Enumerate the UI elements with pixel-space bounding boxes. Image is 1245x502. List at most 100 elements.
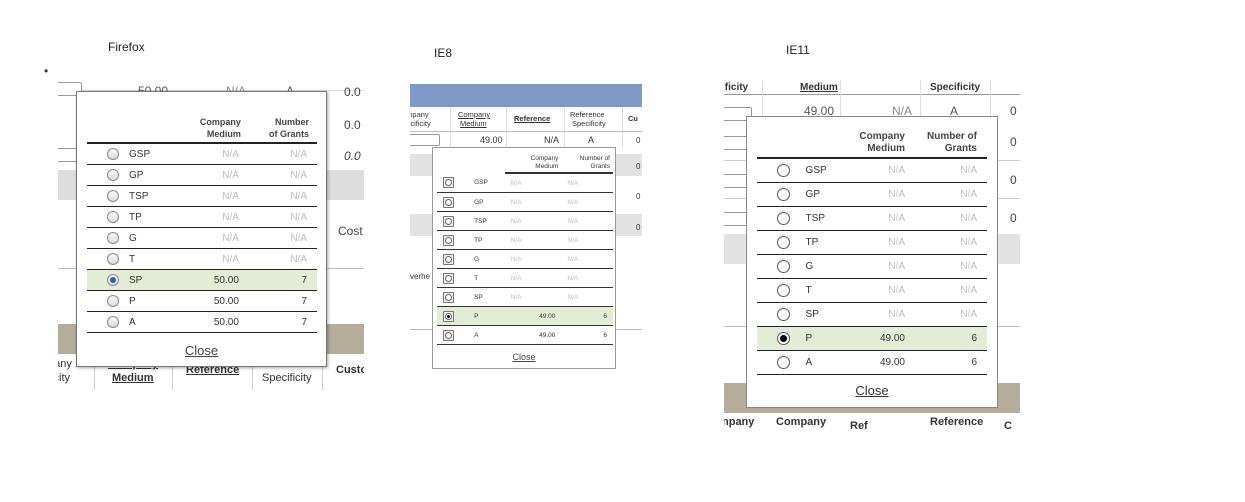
option-code: SP — [795, 302, 835, 327]
ie11-close-link[interactable]: Close — [855, 383, 889, 398]
option-radio[interactable] — [443, 329, 454, 341]
radio-cell[interactable] — [87, 206, 124, 228]
radio-cell[interactable] — [87, 164, 124, 186]
ie11-bg-f2[interactable]: Company — [776, 416, 827, 428]
option-radio[interactable] — [777, 332, 790, 345]
radio-cell[interactable] — [757, 254, 796, 279]
option-radio[interactable] — [443, 177, 454, 188]
ie11-bg-select-1[interactable] — [724, 107, 752, 121]
bg-header-medium[interactable]: Medium — [112, 372, 154, 384]
option-radio[interactable] — [107, 253, 119, 265]
radio-cell[interactable] — [757, 350, 796, 375]
radio-cell[interactable] — [437, 287, 469, 307]
radio-cell[interactable] — [437, 325, 469, 345]
option-radio[interactable] — [107, 148, 119, 160]
radio-cell[interactable] — [757, 230, 796, 255]
radio-cell[interactable] — [757, 206, 796, 231]
radio-cell[interactable] — [87, 248, 124, 270]
radio-cell[interactable] — [87, 227, 124, 249]
radio-cell[interactable] — [757, 302, 796, 327]
radio-cell[interactable] — [437, 211, 469, 231]
radio-cell[interactable] — [437, 306, 469, 326]
radio-cell[interactable] — [87, 311, 124, 333]
bg-header-reference[interactable]: Reference — [186, 364, 240, 376]
option-number-of-grants: N/A — [914, 302, 987, 327]
radio-cell[interactable] — [87, 269, 124, 291]
option-radio[interactable] — [777, 164, 790, 177]
option-radio[interactable] — [443, 215, 454, 227]
radio-cell[interactable] — [757, 158, 796, 183]
radio-cell[interactable] — [437, 268, 469, 288]
option-radio[interactable] — [107, 211, 119, 223]
option-radio[interactable] — [777, 284, 790, 297]
ie8-bg-select[interactable] — [410, 134, 440, 146]
radio-cell[interactable] — [757, 278, 796, 303]
ie8-bg-reference[interactable]: Reference — [514, 114, 551, 123]
radio-cell[interactable] — [757, 182, 796, 207]
option-code: T — [123, 248, 171, 270]
ie8-close-link[interactable]: Close — [512, 352, 536, 362]
option-radio[interactable] — [777, 356, 790, 369]
radio-cell[interactable] — [87, 290, 124, 312]
radio-cell[interactable] — [757, 326, 796, 351]
option-radio[interactable] — [107, 316, 119, 328]
option-radio[interactable] — [777, 212, 790, 225]
option-radio[interactable] — [107, 274, 119, 286]
firefox-label: Firefox — [108, 40, 145, 54]
radio-cell[interactable] — [437, 230, 469, 250]
option-radio[interactable] — [777, 308, 790, 321]
option-radio[interactable] — [107, 232, 119, 244]
option-radio[interactable] — [777, 188, 790, 201]
option-radio[interactable] — [777, 260, 790, 273]
option-radio[interactable] — [443, 196, 454, 208]
option-radio[interactable] — [443, 234, 454, 246]
radio-cell[interactable] — [437, 173, 469, 193]
option-radio[interactable] — [443, 253, 454, 265]
ie11-bg-f3[interactable]: Ref — [850, 420, 868, 430]
ie8-bg-medium[interactable]: Medium — [460, 119, 487, 128]
option-radio[interactable] — [443, 310, 454, 322]
ie11-bg-h2[interactable]: Medium — [800, 82, 838, 93]
radio-cell[interactable] — [87, 143, 124, 165]
option-radio[interactable] — [443, 291, 454, 303]
option-radio[interactable] — [107, 169, 119, 181]
radio-cell[interactable] — [437, 192, 469, 212]
option-radio[interactable] — [107, 295, 119, 307]
radio-cell[interactable] — [87, 185, 124, 207]
ie8-bg-val-ref: N/A — [544, 135, 560, 145]
option-radio[interactable] — [107, 190, 119, 202]
ie8-bg-company[interactable]: Company — [458, 110, 491, 119]
option-radio[interactable] — [777, 236, 790, 249]
radio-cell[interactable] — [437, 249, 469, 269]
close-link[interactable]: Close — [184, 343, 219, 358]
option-radio[interactable] — [443, 272, 454, 284]
